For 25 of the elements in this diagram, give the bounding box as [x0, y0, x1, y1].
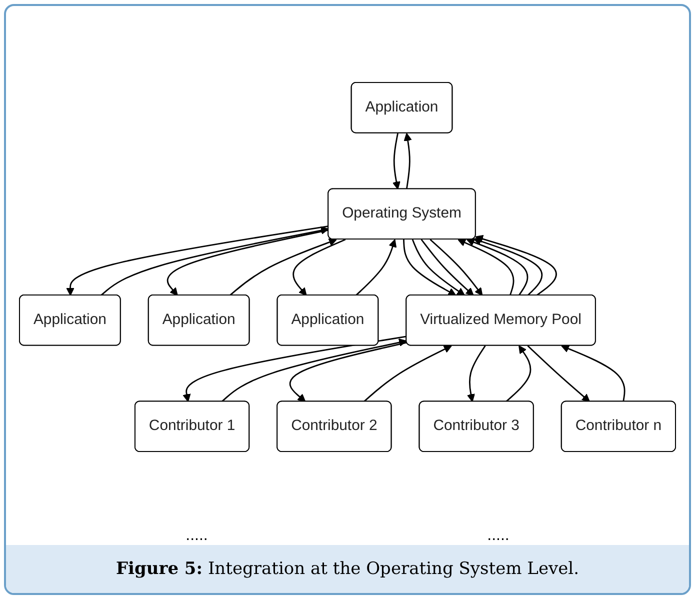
arrow: [182, 335, 407, 402]
arrow: [412, 238, 466, 296]
arrow: [506, 344, 532, 402]
arrow: [475, 234, 557, 296]
arrow: [221, 338, 407, 402]
arrow: [466, 344, 486, 402]
arrow: [404, 132, 412, 189]
arrow: [527, 344, 590, 402]
arrow: [403, 238, 456, 296]
figure-caption: Figure 5: Integration at the Operating System Level.: [6, 545, 689, 593]
arrow: [363, 344, 452, 402]
arrow: [458, 238, 514, 296]
arrow: [292, 238, 346, 296]
arrow: [392, 132, 400, 190]
arrow: [430, 238, 483, 296]
arrow: [420, 238, 474, 296]
arrow: [229, 238, 337, 296]
arrow: [166, 228, 329, 296]
arrow: [289, 341, 407, 402]
arrow: [355, 238, 397, 296]
arrow: [466, 238, 528, 296]
ellipsis-mark: .....: [186, 527, 208, 545]
ellipsis-mark: .....: [487, 527, 510, 545]
arrow: [473, 236, 543, 296]
arrow: [561, 344, 626, 402]
